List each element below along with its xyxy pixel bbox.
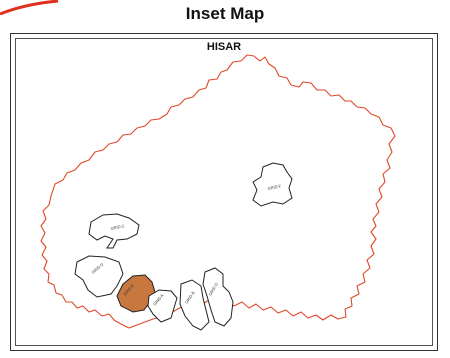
block-label: GRID B bbox=[184, 290, 196, 304]
block-grid-a[interactable]: GRID A bbox=[147, 289, 178, 323]
inset-map-title: Inset Map bbox=[185, 4, 265, 23]
map-canvas: GRID F GRID C GRID D GRID E GRID A GRID … bbox=[40, 54, 396, 331]
map-frame: HISAR GRID F GRID C GRID D GRID E GRID A bbox=[10, 33, 438, 351]
map-heading: HISAR bbox=[206, 41, 242, 53]
block-grid-f[interactable]: GRID F bbox=[252, 162, 293, 207]
block-label: GRID E bbox=[122, 283, 135, 297]
district-boundary bbox=[40, 54, 396, 329]
block-label: GRID A bbox=[152, 293, 165, 307]
block-grid-c[interactable]: GRID C bbox=[88, 213, 140, 249]
block-label: GRID F bbox=[267, 183, 282, 191]
block-label: GRID D bbox=[90, 262, 104, 275]
block-grid-e[interactable]: GRID E bbox=[116, 274, 156, 313]
block-label: GRID G bbox=[208, 282, 219, 297]
block-label: GRID C bbox=[110, 223, 125, 231]
block-grid-b[interactable]: GRID B bbox=[179, 279, 210, 331]
block-grid-g[interactable]: GRID G bbox=[202, 267, 234, 327]
block-grid-d[interactable]: GRID D bbox=[74, 255, 124, 298]
decorative-corner-arc bbox=[0, 0, 59, 16]
